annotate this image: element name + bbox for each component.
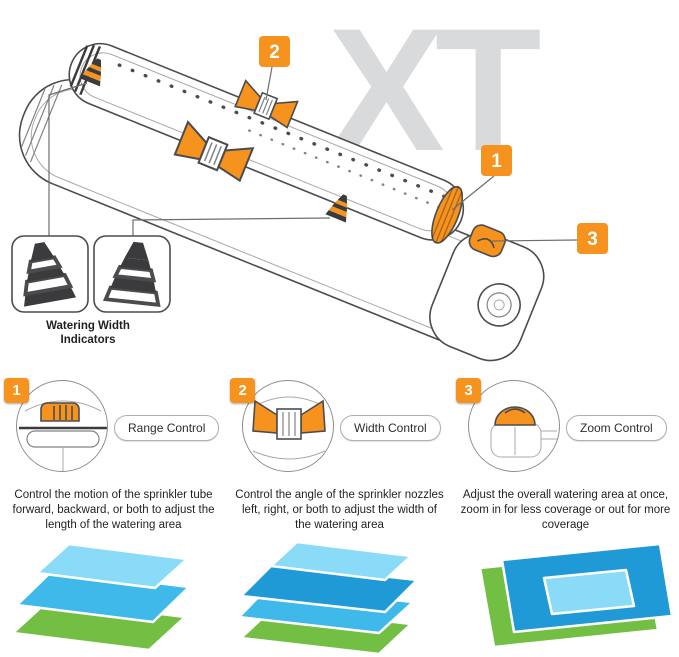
- watering-width-indicator-icon: [79, 58, 102, 87]
- watering-width-indicator-icon: [23, 242, 76, 307]
- zoom-control-description: Adjust the overall watering area at once…: [460, 489, 671, 532]
- range-control-icon: [19, 400, 107, 471]
- zoom-control-pill: Zoom Control: [566, 415, 667, 441]
- indicator-inset-right: [93, 235, 171, 313]
- watering-width-indicator-icon: [102, 241, 161, 307]
- range-control-collar-icon: [431, 185, 464, 244]
- callout-1-badge: 1: [481, 145, 512, 176]
- hose-connector-icon: [477, 283, 521, 327]
- sprinkler-diagram: XT: [11, 0, 608, 362]
- section-zoom-control: 3 Zoom Control Adjust the overall wateri…: [452, 372, 679, 657]
- zoom-control-dial-icon: [468, 224, 506, 258]
- svg-text:1: 1: [491, 151, 502, 172]
- zoom-control-label: Zoom Control: [580, 421, 653, 435]
- width-coverage-stack: [239, 540, 419, 656]
- width-control-label: Width Control: [354, 421, 427, 435]
- width-control-pill: Width Control: [340, 415, 441, 441]
- range-control-detail-circle: [16, 380, 108, 472]
- zoom-number-badge: 3: [456, 378, 481, 403]
- svg-text:2: 2: [269, 42, 280, 63]
- width-control-description: Control the angle of the sprinkler nozzl…: [235, 489, 444, 532]
- svg-text:3: 3: [587, 229, 598, 250]
- callout-line-3: [491, 239, 578, 242]
- range-control-label: Range Control: [128, 421, 206, 435]
- callout-2-badge: 2: [259, 36, 290, 67]
- watering-width-label: Watering Width Indicators: [46, 320, 130, 346]
- zoom-control-detail-circle: [468, 380, 560, 472]
- inset-line-right: [132, 217, 331, 236]
- callout-3-badge: 3: [577, 223, 608, 254]
- width-control-icon: [252, 396, 326, 460]
- zoom-dial: [494, 406, 536, 426]
- callout-line-2: [265, 66, 273, 101]
- svg-text:Watering Width: Watering Width: [46, 320, 130, 332]
- range-coverage-stack: [13, 542, 191, 652]
- range-control-description: Control the motion of the sprinkler tube…: [12, 489, 215, 532]
- inset-line-left: [48, 82, 88, 236]
- sprinkler-body: [18, 42, 545, 362]
- range-control-pill: Range Control: [114, 415, 220, 441]
- callout-line-1: [451, 175, 495, 211]
- watering-width-indicator-icon: [325, 194, 348, 223]
- zoom-coverage-stack: [478, 542, 674, 649]
- section-range-control: 1 Range Control Control the motion of th…: [0, 372, 227, 657]
- width-control-clip-icon: [173, 120, 255, 183]
- zoom-control-icon: [490, 406, 557, 458]
- nozzle-row-2: [248, 129, 450, 213]
- width-number-badge: 2: [230, 378, 255, 403]
- section-width-control: 2 Width Control Control the angle of the…: [226, 372, 453, 657]
- width-control-detail-circle: [242, 380, 334, 472]
- svg-text:Indicators: Indicators: [61, 334, 116, 346]
- range-number-badge: 1: [4, 378, 29, 403]
- width-control-clip-icon: [234, 79, 299, 129]
- indicator-inset-left: [11, 235, 89, 313]
- width-wings: [252, 399, 326, 440]
- range-clip: [40, 402, 80, 422]
